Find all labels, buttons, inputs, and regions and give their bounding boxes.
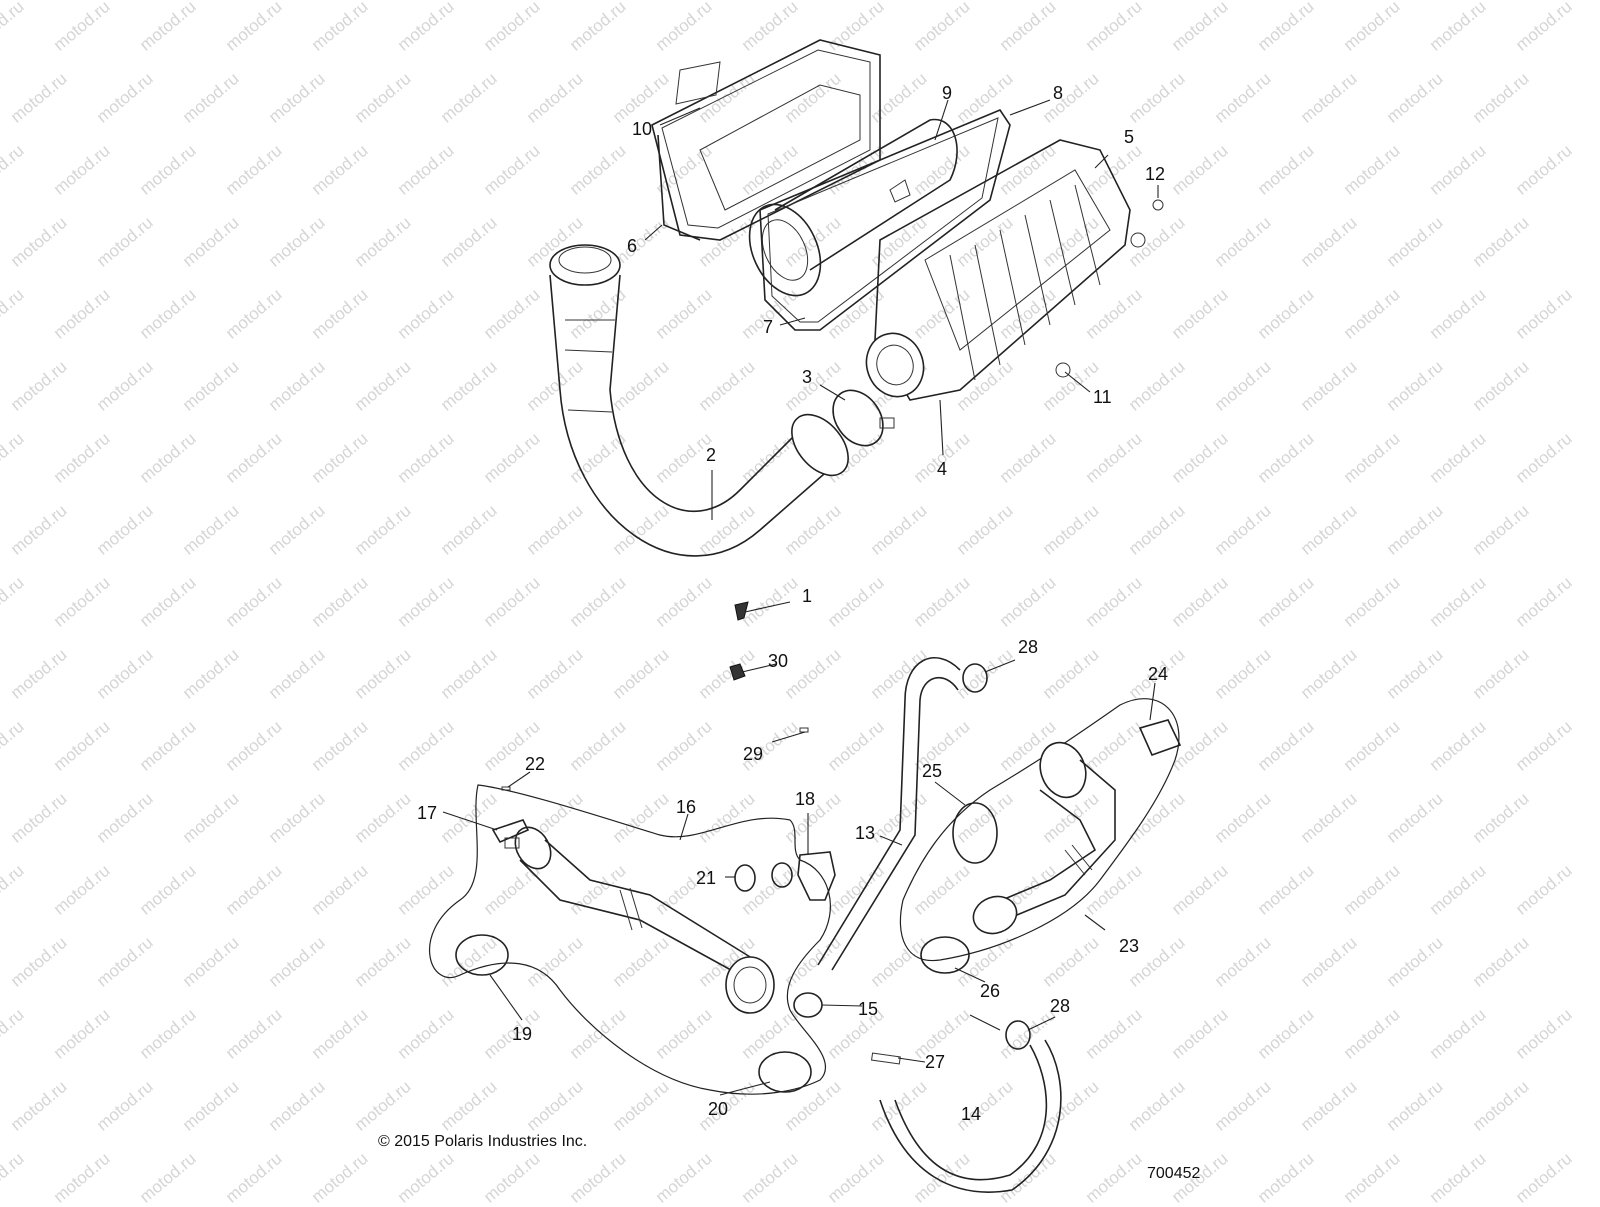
callout-17: 17 <box>417 803 438 823</box>
callout-5: 5 <box>1124 127 1135 147</box>
callout-4: 4 <box>937 459 948 479</box>
callout-18: 18 <box>795 789 816 809</box>
callout-20: 20 <box>708 1099 729 1119</box>
callout-28-lower: 28 <box>1050 996 1071 1016</box>
callout-13: 13 <box>855 823 876 843</box>
airbox-cover <box>651 39 881 241</box>
duct-16 <box>514 826 775 1014</box>
callout-29: 29 <box>743 744 764 764</box>
clamp-20 <box>758 1051 812 1093</box>
callout-27: 27 <box>925 1052 946 1072</box>
hose-14 <box>894 1044 1048 1181</box>
pin-29 <box>799 727 809 733</box>
callout-23: 23 <box>1119 936 1140 956</box>
sensor-17 <box>491 819 530 849</box>
leader-lines <box>442 99 1159 1096</box>
callout-25: 25 <box>922 761 943 781</box>
screw-12 <box>1152 199 1164 211</box>
clamp-28-upper <box>962 663 988 693</box>
callout-2: 2 <box>706 445 717 465</box>
callout-16: 16 <box>676 797 697 817</box>
airbox-body <box>865 139 1131 401</box>
callout-11: 11 <box>1093 387 1112 407</box>
air-filter <box>748 118 958 297</box>
hose-13 <box>817 657 961 966</box>
callout-28-upper: 28 <box>1018 637 1039 657</box>
copyright-notice: © 2015 Polaris Industries Inc. <box>378 1133 588 1150</box>
intake-duct <box>549 244 849 557</box>
clamp-3 <box>832 389 895 447</box>
oring-21 <box>734 864 756 892</box>
clamp-25 <box>952 802 998 864</box>
callout-1: 1 <box>802 586 813 606</box>
callout-6: 6 <box>627 236 638 256</box>
clip-27 <box>871 1052 901 1065</box>
diagram-number: 700452 <box>1147 1165 1201 1182</box>
screw-11b <box>1055 362 1071 378</box>
callout-12: 12 <box>1145 164 1166 184</box>
callout-7: 7 <box>763 317 774 337</box>
clip-30 <box>729 663 746 681</box>
callout-10: 10 <box>632 119 653 139</box>
callout-22: 22 <box>525 754 546 774</box>
callout-15: 15 <box>858 999 879 1019</box>
spring-clamp-15 <box>793 992 823 1018</box>
connector-18 <box>771 851 836 901</box>
pin-22 <box>501 786 511 791</box>
clamp-28-lower <box>1005 1020 1031 1050</box>
callout-8: 8 <box>1053 83 1064 103</box>
callout-19: 19 <box>512 1024 533 1044</box>
callout-3: 3 <box>802 367 813 387</box>
callout-21: 21 <box>696 868 717 888</box>
filter-frame <box>759 109 1011 331</box>
group-outline-16 <box>429 784 831 1095</box>
screw-11a <box>1130 232 1146 248</box>
group-outline-23 <box>899 698 1180 962</box>
callout-24: 24 <box>1148 664 1169 684</box>
duct-23 <box>972 741 1116 935</box>
callout-14: 14 <box>961 1104 982 1124</box>
bracket-24 <box>1138 719 1182 757</box>
callout-9: 9 <box>942 83 953 103</box>
cover-gasket <box>657 134 701 241</box>
callout-26: 26 <box>980 981 1001 1001</box>
plug-1 <box>734 601 749 621</box>
clamp-19 <box>455 934 509 976</box>
clamp-26 <box>920 936 970 974</box>
callout-30: 30 <box>768 651 789 671</box>
